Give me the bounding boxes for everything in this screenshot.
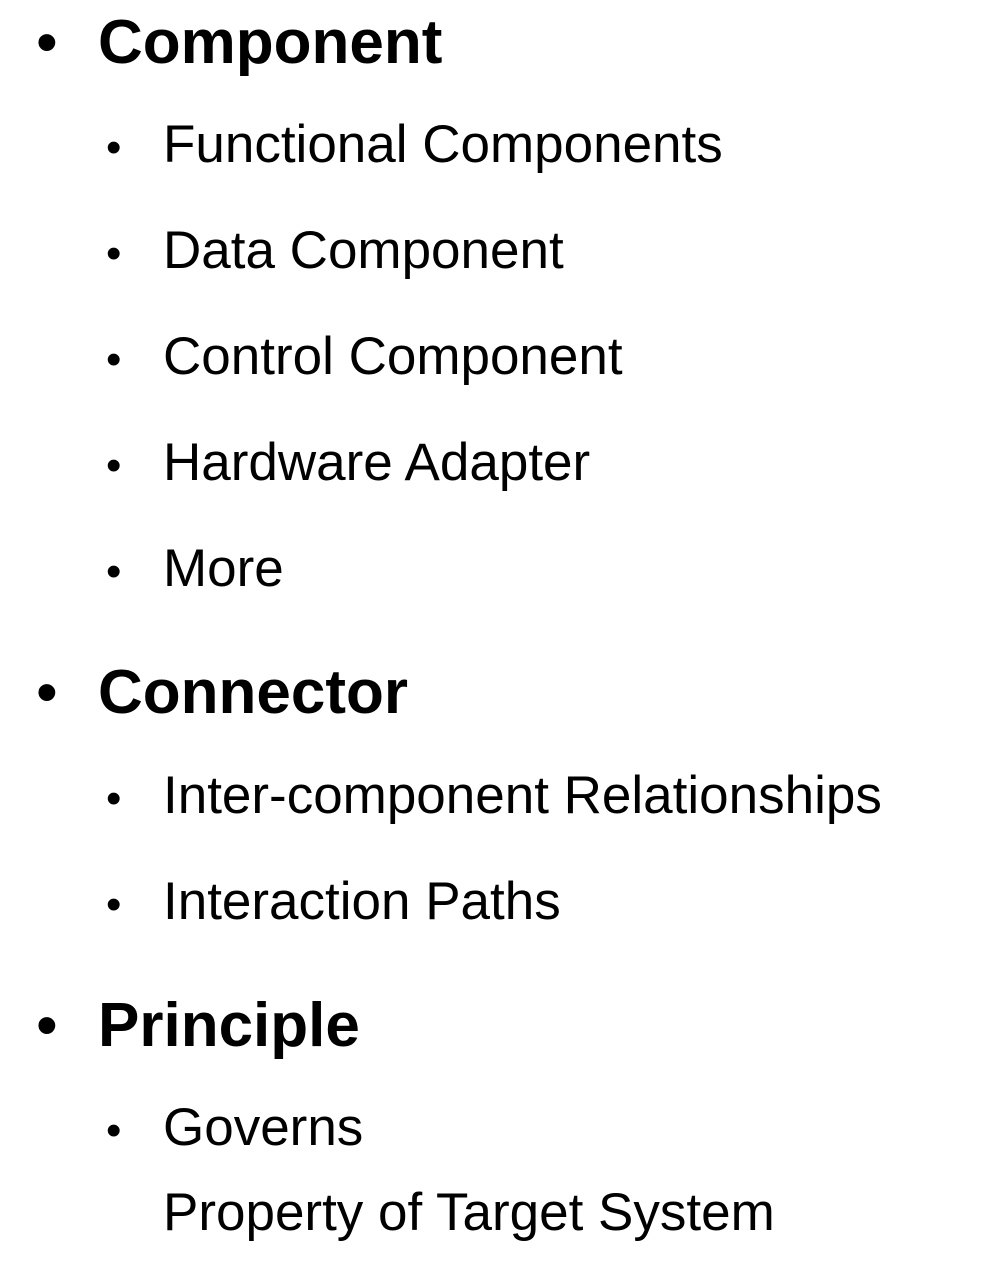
list-item-label: Inter-component Relationships: [163, 765, 882, 825]
bullet-icon: •: [36, 658, 58, 728]
bullet-icon: •: [106, 229, 122, 279]
bullet-icon: •: [106, 1106, 122, 1156]
list-item-level2: • Governs Property of Target System: [0, 1085, 1000, 1255]
list-item-level1: • Principle: [0, 989, 1000, 1063]
section-component: • Component • Functional Components • Da…: [0, 6, 1000, 614]
section-title: Principle: [98, 990, 360, 1060]
section-connector: • Connector • Inter-component Relationsh…: [0, 656, 1000, 946]
bullet-icon: •: [106, 441, 122, 491]
list-item-level2: • Data Component: [0, 208, 1000, 296]
list-item-level2: • Inter-component Relationships: [0, 753, 1000, 841]
list-item-line: Governs: [163, 1098, 364, 1158]
list-item-level2: • Hardware Adapter: [0, 420, 1000, 508]
bullet-icon: •: [106, 123, 122, 173]
bullet-icon: •: [36, 990, 58, 1060]
list-item-level2: • Interaction Paths: [0, 859, 1000, 947]
list-item-label: Functional Components: [163, 115, 723, 175]
list-item-level2: • More: [0, 526, 1000, 614]
list-item-line: Property of Target System: [163, 1183, 775, 1243]
bullet-icon: •: [106, 547, 122, 597]
list-item-label: Governs Property of Target System: [163, 1085, 1000, 1255]
list-item-label: Control Component: [163, 327, 623, 387]
bullet-icon: •: [106, 335, 122, 385]
list-item-level1: • Component: [0, 6, 1000, 80]
section-title: Component: [98, 8, 443, 77]
list-item-level1: • Connector: [0, 656, 1000, 730]
list-item-level2: • Functional Components: [0, 102, 1000, 190]
section-principle: • Principle • Governs Property of Target…: [0, 989, 1000, 1255]
list-item-level2: • Control Component: [0, 314, 1000, 402]
bullet-icon: •: [106, 773, 122, 823]
bullet-icon: •: [106, 879, 122, 929]
list-item-label: More: [163, 539, 284, 599]
section-title: Connector: [98, 658, 408, 728]
bullet-icon: •: [36, 8, 58, 77]
list-item-label: Data Component: [163, 221, 564, 281]
list-item-label: Hardware Adapter: [163, 433, 591, 493]
list-item-label: Interaction Paths: [163, 871, 561, 931]
